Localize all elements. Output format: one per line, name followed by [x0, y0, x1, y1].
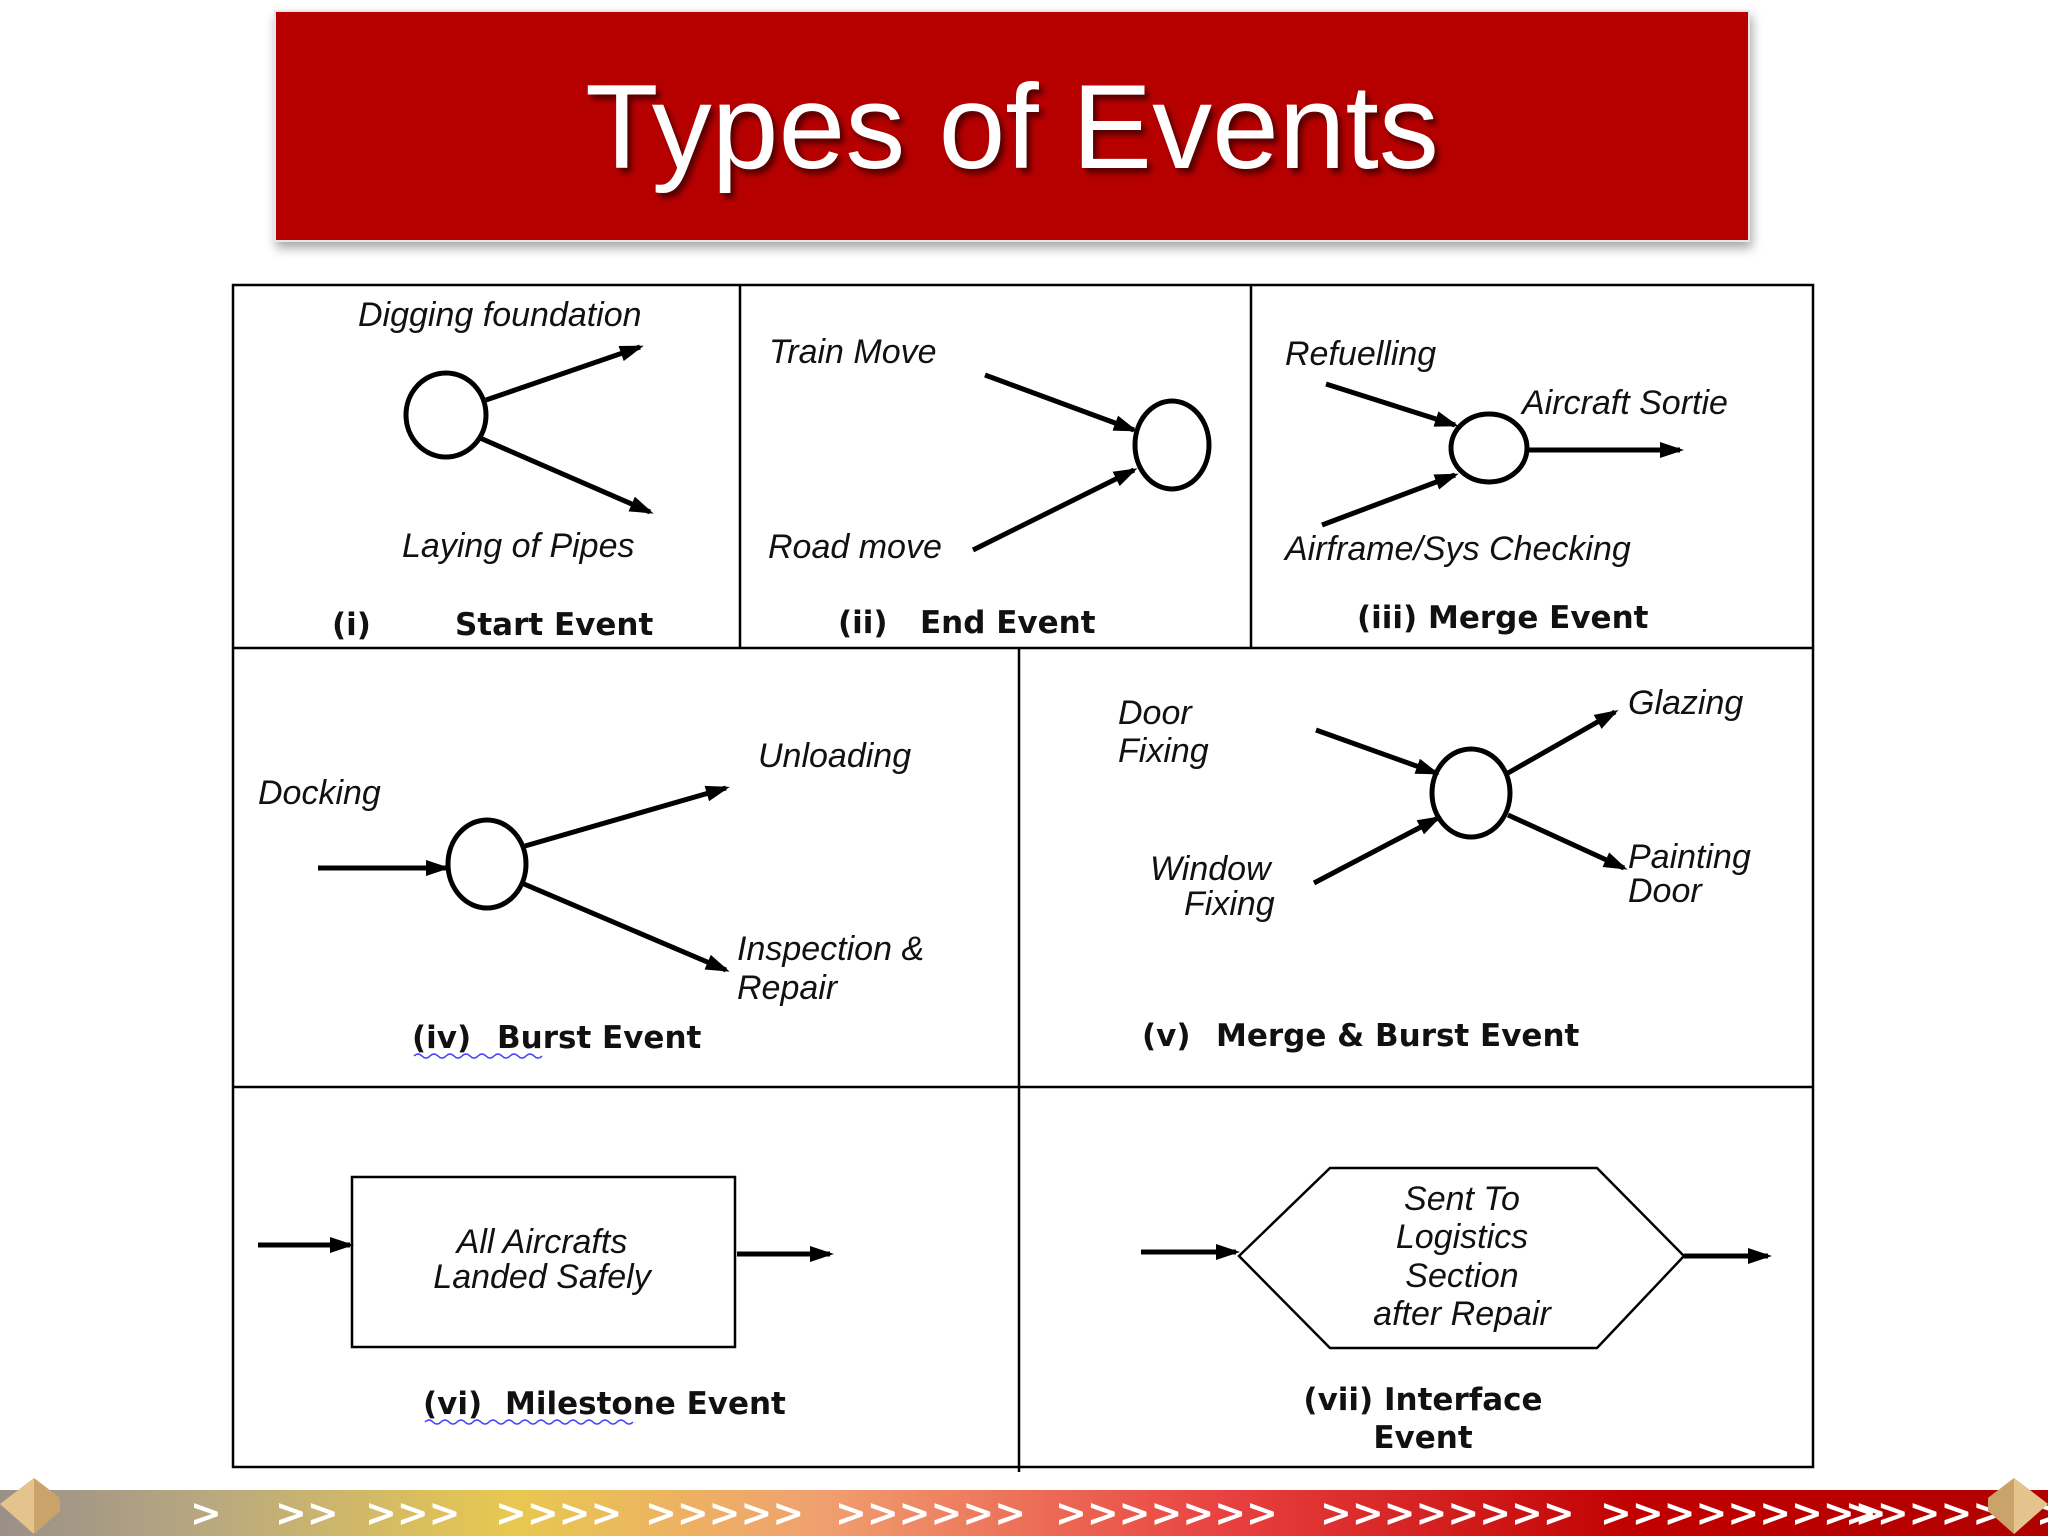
label-laying-of-pipes: Laying of Pipes	[402, 527, 635, 565]
grid-outer-frame	[231, 283, 1815, 1469]
arrow-from-window-fixing	[1312, 815, 1442, 886]
label-door: Door	[1118, 694, 1193, 732]
merge-burst-event-node	[1429, 746, 1513, 840]
caption-merge: (iii) Merge Event	[1357, 600, 1649, 636]
end-event-node	[1132, 398, 1212, 492]
interface-text-line-4: after Repair	[1373, 1295, 1552, 1333]
caption-milestone-name: Milestone Event	[505, 1386, 786, 1422]
panel-milestone-event: All Aircrafts Landed Safely (vi) Milesto…	[258, 1175, 834, 1425]
caption-start-name: Start Event	[455, 607, 653, 643]
interface-text-line-3: Section	[1405, 1257, 1518, 1295]
arrow-to-digging	[485, 344, 644, 403]
slide-title: Types of Events	[585, 60, 1439, 194]
label-unloading: Unloading	[758, 737, 911, 775]
label-painting-door: Door	[1628, 872, 1703, 910]
corner-ornament-right	[1988, 1478, 2048, 1534]
arrow-from-door-fixing	[1315, 727, 1440, 776]
panel-burst-event: Docking Unloading Inspection & Repair (i…	[258, 737, 924, 1059]
interface-text-line-2: Logistics	[1396, 1218, 1528, 1256]
burst-event-node	[445, 817, 529, 911]
milestone-box	[350, 1175, 737, 1349]
label-airframe-sys-checking: Airframe/Sys Checking	[1283, 530, 1631, 568]
caption-burst-name: Burst Event	[497, 1020, 702, 1056]
label-glazing: Glazing	[1628, 684, 1743, 722]
caption-merge-burst-name: Merge & Burst Event	[1216, 1018, 1580, 1054]
label-refuelling: Refuelling	[1285, 335, 1436, 373]
panel-merge-event: Refuelling Aircraft Sortie Airframe/Sys …	[1283, 335, 1728, 636]
caption-interface-line-2: Event	[1373, 1420, 1472, 1456]
label-repair: Repair	[737, 969, 839, 1007]
label-road-move: Road move	[768, 528, 942, 566]
label-painting: Painting	[1628, 838, 1751, 876]
label-door-fixing: Fixing	[1118, 732, 1209, 770]
chevron-group-8: >>>>>>>>	[1320, 1491, 1575, 1535]
arrow-from-airframe-checking	[1321, 472, 1459, 528]
panel-merge-burst-event: Door Fixing Window Fixing Glazing Painti…	[1118, 684, 1751, 1054]
panel-interface-event: Sent To Logistics Section after Repair (…	[1141, 1166, 1772, 1456]
arrow-from-refuelling	[1325, 381, 1459, 428]
chevron-group-5: >>>>>	[645, 1491, 804, 1535]
event-types-diagram: Digging foundation Laying of Pipes (i) S…	[231, 283, 1815, 1472]
diagram-grid	[231, 283, 1815, 1472]
caption-end-num: (ii)	[838, 605, 888, 641]
chevron-group-2: >>	[275, 1491, 339, 1535]
arrow-to-unloading	[524, 785, 730, 849]
chevron-group-9: >>>>>>>>>	[1600, 1491, 1887, 1535]
arrow-to-painting-door	[1506, 812, 1628, 871]
corner-ornament-left	[0, 1478, 60, 1534]
arrow-to-glazing	[1506, 709, 1619, 776]
milestone-text-line-2: Landed Safely	[433, 1258, 652, 1296]
arrow-from-road-move	[971, 467, 1138, 553]
arrow-from-train-move	[984, 372, 1138, 433]
caption-end-name: End Event	[920, 605, 1096, 641]
label-window-fixing: Fixing	[1184, 885, 1275, 923]
caption-burst-num: (iv)	[412, 1020, 471, 1056]
chevron-group-4: >>>>	[495, 1491, 622, 1535]
merge-event-node	[1448, 411, 1530, 485]
label-train-move: Train Move	[769, 333, 937, 371]
label-aircraft-sortie: Aircraft Sortie	[1520, 384, 1728, 422]
interface-text-line-1: Sent To	[1404, 1180, 1520, 1218]
start-event-node	[403, 370, 489, 460]
spellcheck-underline-burst	[413, 1053, 543, 1059]
chevron-group-7: >>>>>>>	[1055, 1491, 1278, 1535]
panel-end-event: Train Move Road move (ii) End Event	[768, 333, 1212, 641]
arrow-to-laying-pipes	[479, 435, 654, 515]
caption-start-num: (i)	[332, 607, 371, 643]
arrow-to-inspection	[523, 881, 730, 973]
panel-start-event: Digging foundation Laying of Pipes (i) S…	[332, 296, 654, 643]
label-digging-foundation: Digging foundation	[358, 296, 642, 334]
title-banner: Types of Events	[274, 10, 1750, 242]
label-inspection: Inspection &	[737, 930, 924, 968]
label-docking: Docking	[258, 774, 381, 812]
spellcheck-underline-milestone	[424, 1419, 634, 1425]
footer-bar: > >> >>> >>>> >>>>> >>>>>> >>>>>>> >>>>>…	[0, 1490, 2048, 1536]
milestone-text-line-1: All Aircrafts	[455, 1223, 628, 1261]
caption-milestone-num: (vi)	[423, 1386, 482, 1422]
label-window: Window	[1150, 850, 1273, 888]
chevron-group-3: >>>	[365, 1491, 461, 1535]
caption-interface-line-1: (vii) Interface	[1303, 1382, 1542, 1418]
chevron-group-6: >>>>>>	[835, 1491, 1026, 1535]
caption-merge-burst-num: (v)	[1142, 1018, 1191, 1054]
footer-chevrons: > >> >>> >>>> >>>>> >>>>>> >>>>>>> >>>>>…	[190, 1491, 2048, 1535]
chevron-group-1: >	[190, 1491, 222, 1535]
